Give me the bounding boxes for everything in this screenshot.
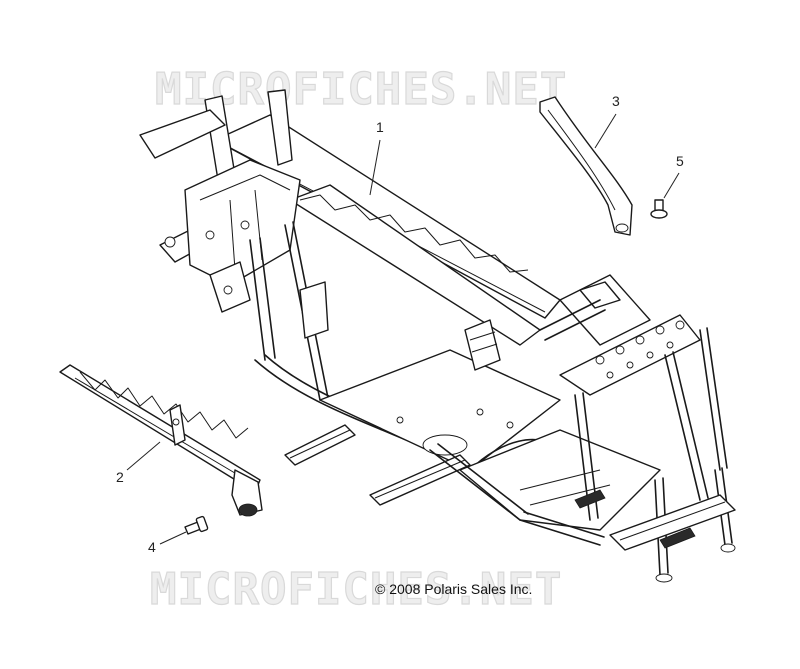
- callout-1: 1: [369, 119, 384, 196]
- callout-5: 5: [663, 153, 684, 199]
- right-side-rail[interactable]: [539, 96, 633, 236]
- watermark-bottom: MICROFICHES.NET: [150, 564, 562, 615]
- callout-number-3: 3: [612, 93, 620, 109]
- callout-4: 4: [148, 531, 187, 555]
- callout-3: 3: [594, 93, 620, 149]
- bolt-right[interactable]: [650, 199, 668, 219]
- left-side-rail[interactable]: [59, 364, 263, 517]
- copyright-notice: © 2008 Polaris Sales Inc.: [375, 581, 532, 597]
- callout-number-5: 5: [676, 153, 684, 169]
- callout-number-1: 1: [376, 119, 384, 135]
- bolt-left[interactable]: [184, 515, 209, 535]
- callout-2: 2: [116, 441, 161, 485]
- callout-number-2: 2: [116, 469, 124, 485]
- main-frame[interactable]: [139, 89, 736, 583]
- callout-number-4: 4: [148, 539, 156, 555]
